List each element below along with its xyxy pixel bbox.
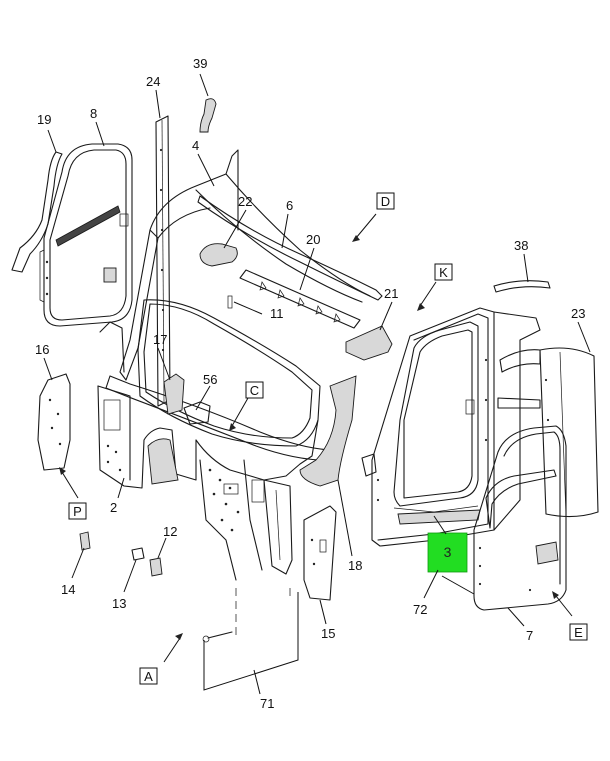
- callout-12: 12: [163, 524, 177, 539]
- view-label-A: A: [139, 667, 158, 685]
- svg-text:D: D: [381, 194, 390, 209]
- view-label-C: C: [245, 381, 264, 399]
- svg-text:K: K: [439, 265, 448, 280]
- part-13-clip: [131, 547, 145, 561]
- svg-text:C: C: [250, 383, 259, 398]
- callout-24: 24: [146, 74, 160, 89]
- cab-frame-assembly: [97, 149, 383, 581]
- callout-38: 38: [514, 238, 528, 253]
- callout-23: 23: [571, 306, 585, 321]
- callout-13: 13: [112, 596, 126, 611]
- callout-39: 39: [193, 56, 207, 71]
- part-15-lower-panel: [303, 505, 337, 601]
- view-label-P: P: [68, 502, 87, 520]
- callout-21: 21: [384, 286, 398, 301]
- view-label-K: K: [434, 263, 453, 281]
- part-56-cowl-support: [183, 401, 211, 425]
- part-17-cowl-bracket: [163, 373, 185, 415]
- callout-18: 18: [348, 558, 362, 573]
- callout-8: 8: [90, 106, 97, 121]
- part-19-seal-strip: [11, 151, 63, 273]
- callout-14: 14: [61, 582, 75, 597]
- part-38-weatherstrip: [493, 280, 551, 293]
- part-14-bracket: [79, 531, 91, 551]
- part-16-side-panel: [37, 373, 71, 471]
- part-11-fastener: [227, 295, 233, 309]
- rear-corner-panel: [493, 311, 541, 531]
- callout-22: 22: [238, 194, 252, 209]
- view-label-D: D: [376, 192, 395, 210]
- highlight-label: 3: [444, 544, 452, 560]
- callout-72: 72: [413, 602, 427, 617]
- part-7-outer-door: [473, 425, 567, 611]
- leader-lines: [43, 73, 591, 695]
- part-21-corner-bracket: [345, 325, 393, 361]
- part-12-hinge: [149, 557, 163, 577]
- part-39-bracket: [199, 98, 217, 133]
- callout-2: 2: [110, 500, 117, 515]
- callout-56: 56: [203, 372, 217, 387]
- callout-20: 20: [306, 232, 320, 247]
- callout-19: 19: [37, 112, 51, 127]
- callout-numbers: 39 24 19 8 4 22 6 20 38 21 11 23 16 17 5…: [35, 56, 585, 711]
- callout-15: 15: [321, 626, 335, 641]
- part-18-pillar-trim: [299, 375, 357, 487]
- callout-17: 17: [153, 332, 167, 347]
- callout-16: 16: [35, 342, 49, 357]
- view-label-E: E: [569, 623, 588, 641]
- callout-71: 71: [260, 696, 274, 711]
- callout-6: 6: [286, 198, 293, 213]
- view-arrows: [59, 213, 573, 663]
- svg-text:P: P: [73, 504, 82, 519]
- callout-11: 11: [270, 306, 284, 321]
- svg-text:E: E: [574, 625, 583, 640]
- callout-4: 4: [192, 138, 199, 153]
- part-8-left-window-frame: [39, 143, 133, 327]
- callout-7: 7: [526, 628, 533, 643]
- highlight-part-3[interactable]: 3: [427, 532, 468, 573]
- svg-text:A: A: [144, 669, 153, 684]
- part-20-header-strip: [239, 269, 361, 329]
- part-22-roof-plate: [199, 243, 238, 267]
- part-71-rod: [202, 588, 291, 643]
